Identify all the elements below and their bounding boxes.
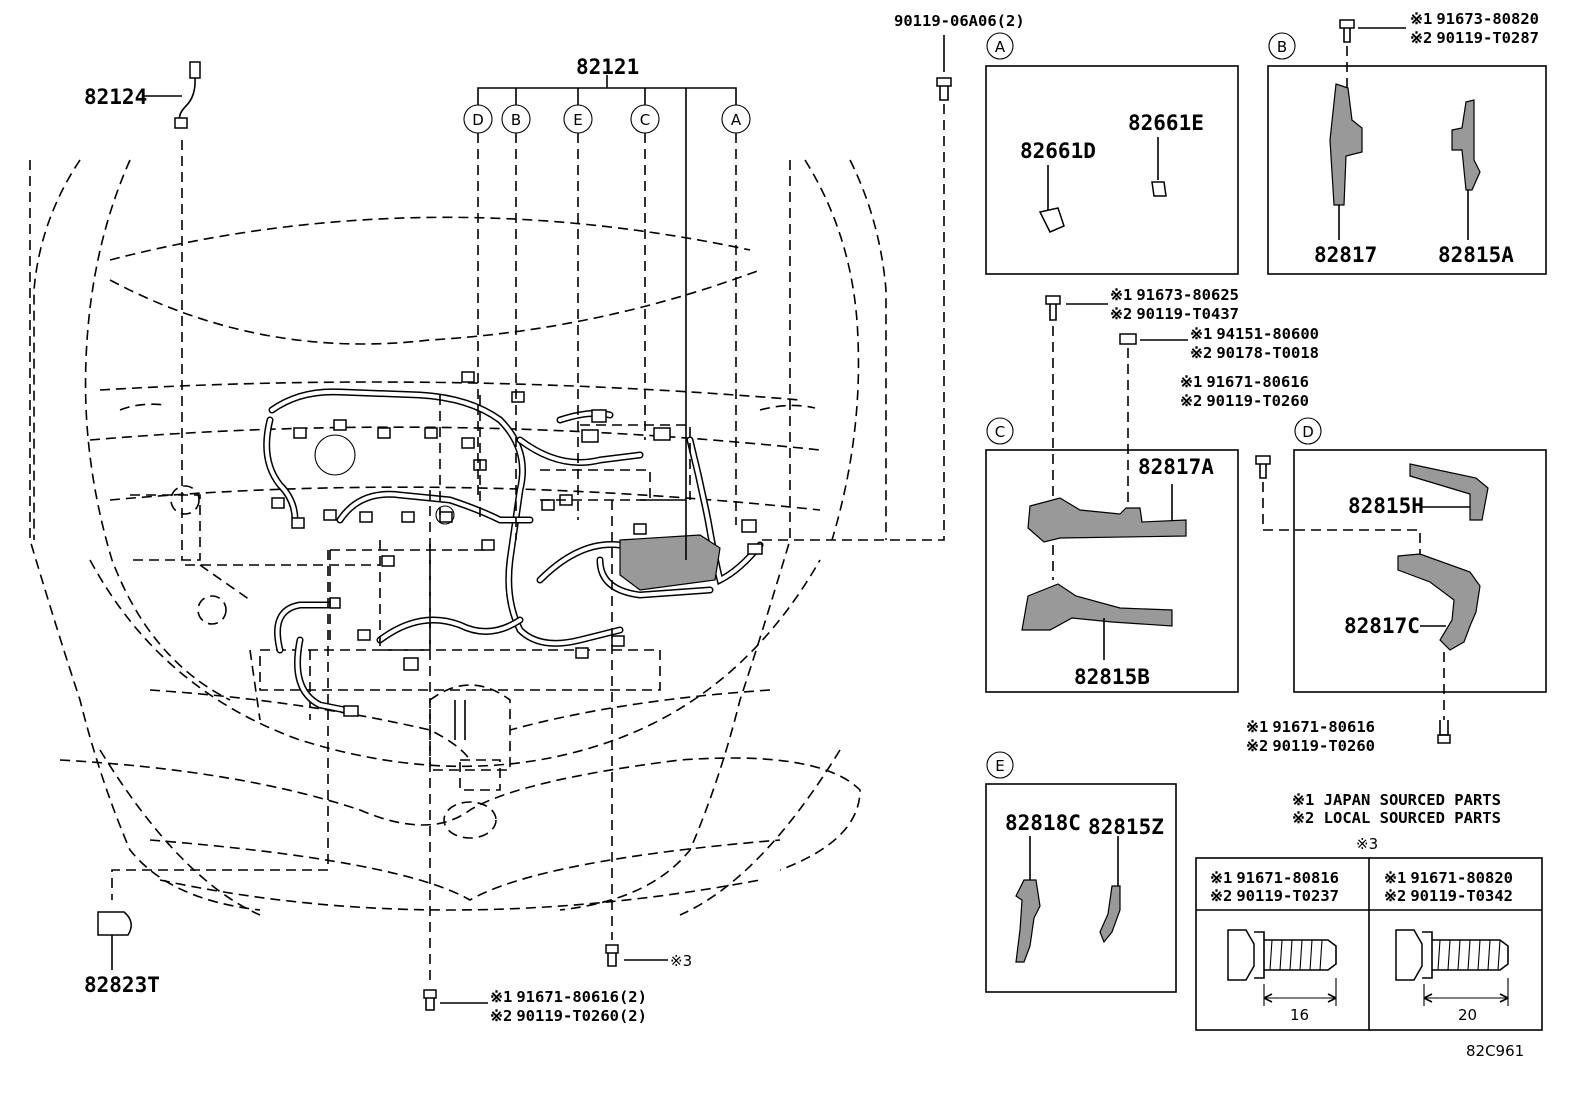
part-82661D: 82661D [1020,139,1096,163]
box-D-letter: D [1302,423,1314,441]
box-C-letter: C [995,423,1005,441]
part-82815Z: 82815Z [1088,815,1164,839]
part-82817A: 82817A [1138,455,1214,479]
part-82823T: 82823T [84,973,160,997]
callout-E: E [573,111,582,129]
detail-box-E [985,751,1177,993]
part-82815B: 82815B [1074,665,1150,689]
callout-B: B [511,111,521,129]
callout-82121 [463,75,751,560]
bolt-bottom-2 [605,500,668,967]
bolt-table [1195,857,1543,1031]
part-82817C: 82817C [1344,614,1420,638]
vehicle-outline [29,159,887,916]
part-82815A: 82815A [1438,243,1514,267]
engine-wire-harness [185,371,764,717]
bolt-90119-06A06-label: 90119-06A06(2) [894,12,1025,30]
detail-box-D [1255,417,1547,744]
table-col2-length: 20 [1458,1006,1477,1024]
legend-local: ※2 LOCAL SOURCED PARTS [1292,809,1501,827]
part-82124: 82124 [84,85,147,109]
part-82818C: 82818C [1005,811,1081,835]
bolt-90119-06A06 [760,35,952,541]
diagram-id: 82C961 [1466,1042,1524,1060]
box-E-letter: E [995,757,1004,775]
clip-82823T [97,550,329,970]
part-82817: 82817 [1314,243,1377,267]
bolt-bottom-2-ref: ※3 [670,952,692,970]
legend-japan: ※1 JAPAN SOURCED PARTS [1292,791,1501,809]
box-B-letter: B [1277,38,1287,56]
part-82121: 82121 [576,55,639,79]
bolt-bottom-1 [423,490,488,1011]
sensor-82124 [142,61,201,560]
table-col1-length: 16 [1290,1006,1309,1024]
callout-D: D [472,111,484,129]
detail-box-A [985,32,1239,275]
detail-box-C [985,295,1239,693]
detail-box-B [1267,19,1547,275]
legend-ref-3: ※3 [1356,835,1378,853]
part-82661E: 82661E [1128,111,1204,135]
callout-C: C [640,111,650,129]
part-82815H: 82815H [1348,494,1424,518]
box-A-letter: A [995,38,1006,56]
callout-A: A [731,111,742,129]
